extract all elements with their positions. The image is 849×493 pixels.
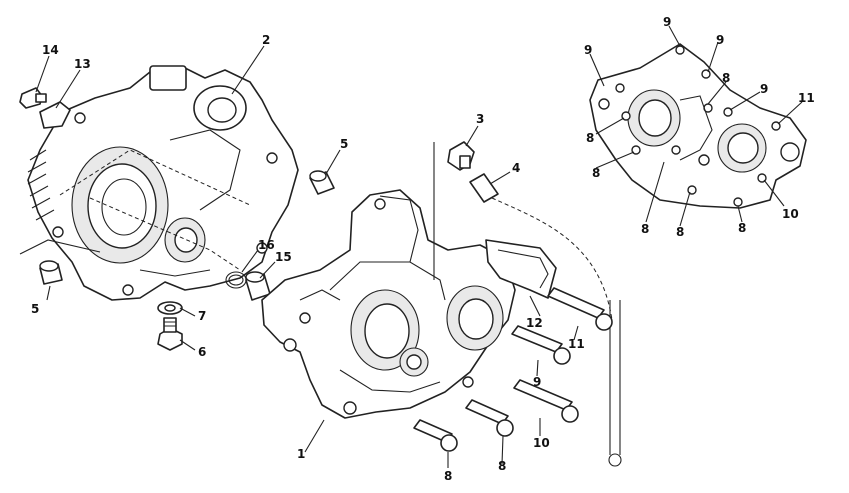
callout-8-lower-right: 8 xyxy=(498,459,506,473)
callout-16: 16 xyxy=(258,238,275,252)
screw-14 xyxy=(19,87,47,109)
right-crankcase-half xyxy=(261,189,516,419)
callout-5-upper: 5 xyxy=(340,137,348,151)
callout-8-view-bottom-right: 8 xyxy=(738,221,746,235)
callout-9-view-top: 9 xyxy=(663,15,671,29)
callout-4: 4 xyxy=(512,161,520,175)
breather-fitting-3 xyxy=(447,141,475,171)
bushing-15 xyxy=(245,271,271,301)
callout-9-lower: 9 xyxy=(533,375,541,389)
bolt-8-left xyxy=(413,419,458,452)
callout-1: 1 xyxy=(297,447,305,461)
drain-plug-6 xyxy=(157,317,183,351)
callout-9-view-right: 9 xyxy=(760,82,768,96)
callout-15: 15 xyxy=(275,250,292,264)
dowel-bushing-5-lower xyxy=(39,260,63,285)
callout-13: 13 xyxy=(74,57,91,71)
washer-7 xyxy=(157,301,183,315)
callout-8-lower-left: 8 xyxy=(444,469,452,483)
callout-7: 7 xyxy=(198,309,206,323)
callout-3: 3 xyxy=(476,112,484,126)
breather-hose-4 xyxy=(469,173,613,321)
bolt-11 xyxy=(547,287,613,331)
callout-labels: 14 13 2 5 5 16 15 7 6 3 4 1 12 11 9 10 8… xyxy=(31,15,815,483)
callout-11-view: 11 xyxy=(798,91,815,105)
bolt-10 xyxy=(513,379,579,423)
crankcase-bolt-location-view xyxy=(589,43,807,209)
left-crankcase-half xyxy=(27,65,299,301)
callout-8-view-bottom-left: 8 xyxy=(641,222,649,236)
leader-lines xyxy=(35,25,803,468)
callout-10-lower: 10 xyxy=(533,436,550,450)
callout-11-lower: 11 xyxy=(568,337,585,351)
callout-14: 14 xyxy=(42,43,59,57)
callout-10-view: 10 xyxy=(782,207,799,221)
callout-9-view-upper-right: 9 xyxy=(716,33,724,47)
callout-6: 6 xyxy=(198,345,206,359)
callout-5-lower: 5 xyxy=(31,302,39,316)
callout-12: 12 xyxy=(526,316,543,330)
dowel-bushing-5-upper xyxy=(309,170,335,195)
callout-8-view-bottom-center: 8 xyxy=(676,225,684,239)
bracket-12 xyxy=(485,239,557,299)
callout-9-view-left: 9 xyxy=(584,43,592,57)
callout-8-view-left-lower: 8 xyxy=(592,166,600,180)
callout-8-view-center: 8 xyxy=(722,71,730,85)
callout-8-view-left-upper: 8 xyxy=(586,131,594,145)
bolt-8-right xyxy=(465,399,514,437)
plate-13 xyxy=(39,101,71,129)
callout-2: 2 xyxy=(262,33,270,47)
bolt-9 xyxy=(511,325,571,365)
